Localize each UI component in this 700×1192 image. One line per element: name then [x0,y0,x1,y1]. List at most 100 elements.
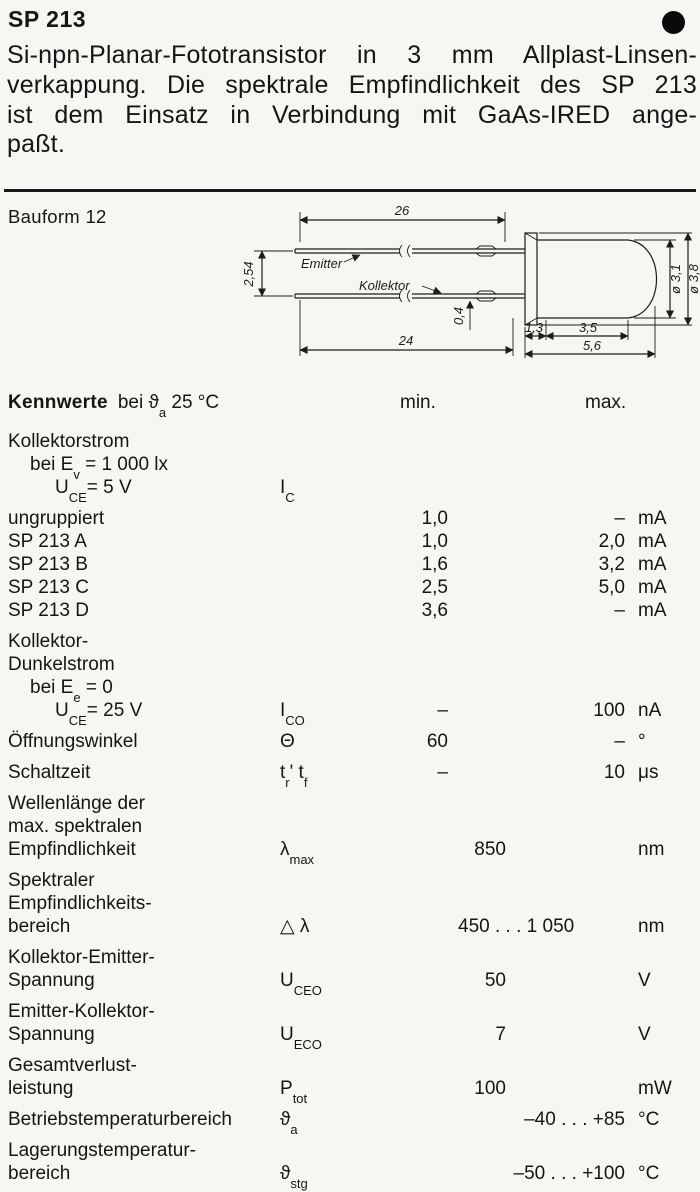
typ-value: 450 . . . 1 050 [458,916,575,937]
unit-label [625,1000,687,1023]
row-values: 7 [400,1023,625,1046]
row-symbol [280,576,400,599]
table-row: bei Ee = 0 [8,676,700,704]
row-symbol [280,1139,400,1162]
row-values [400,1139,625,1162]
row-symbol: ICO [280,700,305,728]
table-row: Dunkelstrom [8,653,700,676]
unit-label: mA [638,554,667,575]
table-row: Spannung UCEO 50 V [8,969,700,998]
dim-2-54-label: 2,54 [241,261,256,287]
row-label: Spannung [8,970,95,991]
min-value: 1,0 [421,508,448,529]
unit-label [625,430,687,453]
row-label: max. spektralen [8,816,143,837]
unit-label: V [638,1024,651,1045]
unit-label [625,946,687,969]
row-values: 450 . . . 1 050 [400,915,625,938]
max-value: – [614,600,625,621]
row-symbol [280,792,400,815]
unit-label: mW [638,1078,672,1099]
diameter-dimensions: ø 3,1 ø 3,8 [539,232,700,326]
dim-1-3-label: 1,3 [525,320,544,335]
typ-value: 50 [484,970,506,991]
emitter-leader [343,254,361,263]
row-label: bereich [8,1163,71,1184]
row-values [400,946,625,969]
min-value: 3,6 [421,600,448,621]
row-label: SP 213 B [8,554,88,575]
table-row: Spektraler [8,869,700,892]
length-dimensions: 1,3 3,5 5,6 [524,306,656,358]
row-label: bereich [8,916,71,937]
table-row: Lagerungstemperatur- [8,1139,700,1162]
unit-label: °C [638,1109,660,1130]
corner-dot-icon [662,11,685,34]
table-row: bereich △ λ 450 . . . 1 050 nm [8,915,700,938]
row-symbol [280,553,400,576]
unit-label [625,476,687,499]
max-value: 100 [593,700,625,721]
row-label: Kollektor-Emitter- [8,947,155,968]
row-values: 850 [400,838,625,861]
row-symbol: IC [280,477,295,505]
dim-5-6-label: 5,6 [583,338,602,353]
row-label: Lagerungstemperatur- [8,1140,196,1161]
row-values: –10 [400,761,625,784]
row-label: Spektraler [8,870,95,891]
row-values [400,476,625,499]
unit-label [625,892,687,915]
table-row: Spannung UECO 7 V [8,1023,700,1052]
page-title: SP 213 [8,6,87,32]
unit-label [625,792,687,815]
row-values [400,1054,625,1077]
unit-label: °C [638,1163,660,1184]
emitter-lead [294,244,525,258]
row-values [400,869,625,892]
max-value: – [614,508,625,529]
row-values [400,430,625,453]
row-symbol [280,1000,400,1023]
min-value: 1,0 [421,531,448,552]
row-values [400,892,625,915]
row-symbol [280,815,400,838]
row-symbol: tr' tf [280,762,308,790]
table-body: Kollektorstrom bei Ev = 1 000 lx UCE= 5 … [8,430,700,1190]
row-symbol [280,530,400,553]
table-row: Wellenlänge der [8,792,700,815]
table-row: Empfindlichkeit λmax 850 nm [8,838,700,866]
dim-0-4-label: 0,4 [451,307,466,325]
row-label: UCE= 25 V [55,700,143,728]
row-symbol [280,892,400,915]
max-value: –50 . . . +100 [513,1163,625,1184]
table-row: Emitter-Kollektor- [8,1000,700,1023]
typ-value: 850 [474,839,506,860]
max-value: 2,0 [598,531,625,552]
row-label: leistung [8,1078,74,1099]
row-symbol: Θ [280,731,295,752]
row-symbol: UCEO [280,970,322,998]
description-line: verkappung. Die spektrale Empfindlichkei… [7,70,697,99]
row-label: SP 213 C [8,577,89,598]
row-values [400,815,625,838]
row-values [400,653,625,676]
row-label: Schaltzeit [8,762,91,783]
unit-label [625,453,687,476]
lead-thickness-dimension: 0,4 [451,300,474,330]
row-values: –40 . . . +85 [400,1108,625,1131]
description-line: ist dem Einsatz in Verbindung mit GaAs-I… [7,100,697,129]
unit-label: nA [638,700,662,721]
row-values: 1,0 2,0 [400,530,625,553]
row-label: Wellenlänge der [8,793,145,814]
max-value: –40 . . . +85 [524,1109,625,1130]
table-row: bei Ev = 1 000 lx [8,453,700,482]
row-symbol: UECO [280,1024,322,1052]
row-label: bei Ev = 1 000 lx [30,454,169,482]
row-label: ungruppiert [8,508,105,529]
table-row: Öffnungswinkel Θ 60– ° [8,730,700,753]
